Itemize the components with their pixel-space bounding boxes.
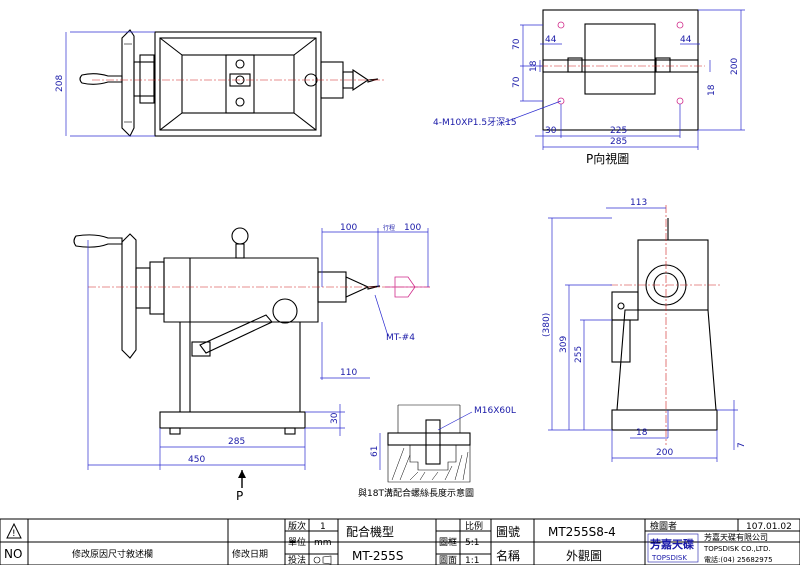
dim-s-380: (380) xyxy=(542,313,552,337)
unit-label: 單位 xyxy=(288,536,306,548)
svg-text:!: ! xyxy=(12,529,16,539)
dim-f-100b: 100 xyxy=(404,223,421,233)
side-view: 113 (380) 309 255 18 200 7 xyxy=(542,198,747,462)
dim-p-18b: 18 xyxy=(707,84,717,96)
phone: 電話:(04) 25682975 xyxy=(704,555,773,564)
page-label: 圖面 xyxy=(439,555,457,565)
method-label: 投法 xyxy=(288,554,306,565)
detail-view: M16X60L 61 與18T溝配合螺絲長度示意圖 xyxy=(358,404,516,499)
dim-s-113: 113 xyxy=(630,198,647,208)
front-view: 100 100 行程 MT-#4 110 30 285 450 P xyxy=(73,223,430,503)
revision-reason: 修改原因尺寸敘述欄 xyxy=(72,548,153,560)
p-view: 70 70 44 18 44 18 200 30 225 285 4-M10XP… xyxy=(433,9,745,166)
dim-s-200: 200 xyxy=(656,448,673,458)
dim-f-30: 30 xyxy=(330,412,340,424)
model-value: MT-255S xyxy=(352,549,403,563)
model-label: 配合機型 xyxy=(346,524,394,539)
dim-d-61: 61 xyxy=(370,446,380,457)
p-arrow-label: P xyxy=(236,489,243,503)
dim-p-225: 225 xyxy=(610,126,627,136)
dim-p-30: 30 xyxy=(545,126,557,136)
dim-top-208: 208 xyxy=(55,75,65,92)
date-value: 107.01.02 xyxy=(746,522,792,532)
page-value: 1:1 xyxy=(465,556,479,565)
revision-date: 修改日期 xyxy=(232,548,268,560)
drawing-no-value: MT255S8-4 xyxy=(548,525,616,539)
dim-p-18a: 18 xyxy=(529,60,539,72)
dim-p-285: 285 xyxy=(610,137,627,147)
dim-p-44a: 44 xyxy=(545,35,557,45)
dim-p-200: 200 xyxy=(730,58,740,75)
dim-s-255: 255 xyxy=(574,346,584,363)
company-en: TOPSDISK CO.,LTD. xyxy=(703,545,771,553)
bolt-note: M16X60L xyxy=(474,406,516,416)
company-cn: 芳嘉天碟有限公司 xyxy=(704,532,768,542)
unit-value: mm xyxy=(314,538,332,548)
dim-p-44b: 44 xyxy=(680,35,692,45)
dim-s-309: 309 xyxy=(559,336,569,353)
checker-label: 檢圖者 xyxy=(650,520,677,532)
dim-f-450: 450 xyxy=(188,455,205,465)
scale-value: 5:1 xyxy=(465,538,479,548)
top-view: 208 xyxy=(55,29,385,137)
version-value: 1 xyxy=(320,522,326,532)
company-logo xyxy=(647,533,699,563)
mt-note: MT-#4 xyxy=(386,333,415,343)
logo-sub: TOPSDISK xyxy=(651,554,687,562)
stroke-label: 行程 xyxy=(383,224,395,232)
name-value: 外觀圖 xyxy=(566,549,602,563)
drawing-no-label: 圖號 xyxy=(496,525,520,539)
detail-title: 與18T溝配合螺絲長度示意圖 xyxy=(358,487,474,499)
dim-f-100a: 100 xyxy=(340,223,357,233)
version-label: 版次 xyxy=(288,520,306,532)
p-view-title: P向視圖 xyxy=(586,151,629,166)
scale-label: 比例 xyxy=(465,520,483,532)
dim-p-70a: 70 xyxy=(512,38,522,50)
logo-text: 芳嘉天碟 xyxy=(650,537,694,551)
dim-s-7: 7 xyxy=(737,442,747,448)
dim-f-110: 110 xyxy=(340,368,357,378)
dim-p-70b: 70 xyxy=(512,76,522,88)
scale-frame: 圖框 xyxy=(439,536,457,548)
dim-s-18: 18 xyxy=(636,428,648,438)
name-label: 名稱 xyxy=(496,548,520,563)
title-block: ! NO 修改原因尺寸敘述欄 修改日期 版次 1 單位 mm 投法 配合機型 M… xyxy=(0,518,800,565)
hole-note: 4-M10XP1.5牙深15 xyxy=(433,117,517,128)
no-label: NO xyxy=(4,547,22,561)
dim-f-285: 285 xyxy=(228,437,245,447)
